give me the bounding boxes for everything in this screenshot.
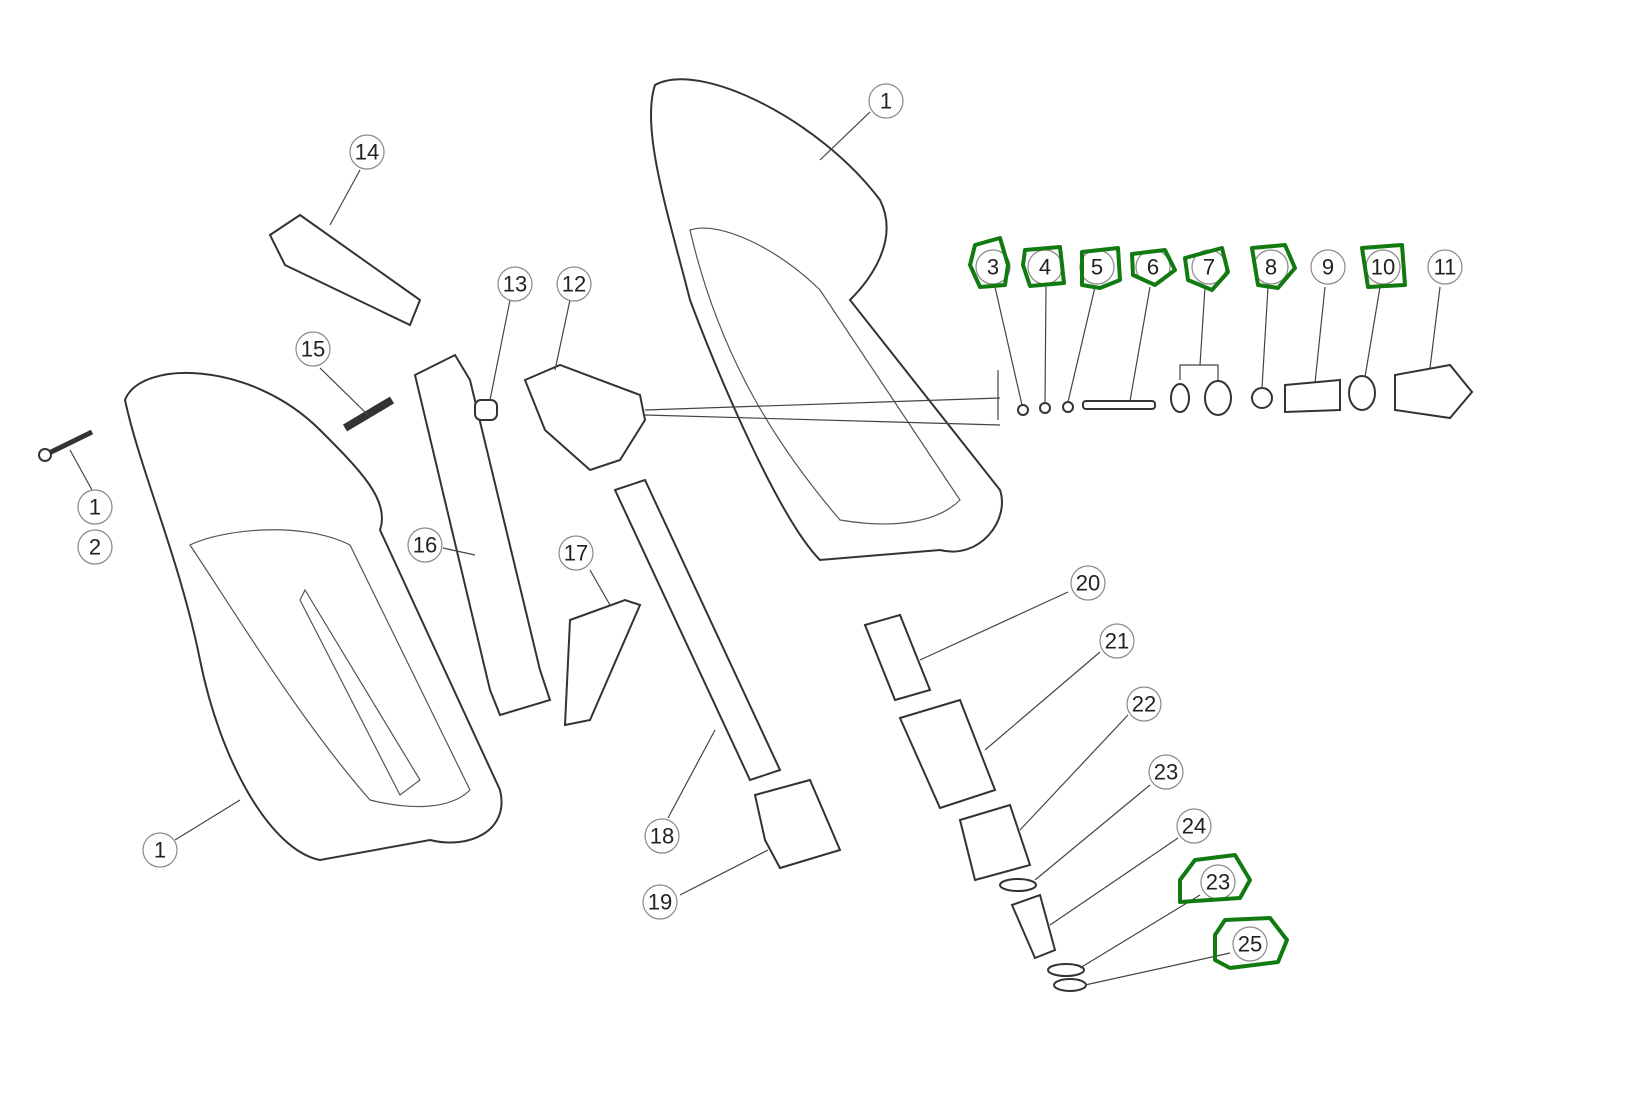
- callout-label: 17: [564, 541, 588, 566]
- callout-7: 7: [1191, 249, 1227, 285]
- spring-9: [1284, 378, 1341, 414]
- callout-18: 18: [644, 818, 680, 854]
- callout-9: 9: [1310, 249, 1346, 285]
- callout-17: 17: [558, 535, 594, 571]
- callout-label: 4: [1039, 255, 1051, 280]
- callout-3: 3: [975, 249, 1011, 285]
- callout-10: 10: [1365, 249, 1401, 285]
- callout-6: 6: [1135, 249, 1171, 285]
- callout-23-lower: 23: [1200, 864, 1236, 900]
- callout-23-upper: 23: [1148, 754, 1184, 790]
- callout-19: 19: [642, 884, 678, 920]
- o-ring-23-lower: [1047, 963, 1085, 977]
- highlight-10: [1360, 243, 1407, 289]
- callout-label: 3: [987, 255, 999, 280]
- coupling-21: [898, 698, 997, 810]
- callout-21: 21: [1099, 623, 1135, 659]
- callout-label: 8: [1265, 255, 1277, 280]
- fitting-14: [268, 213, 422, 327]
- highlight-25: [1213, 916, 1289, 970]
- callout-24: 24: [1176, 808, 1212, 844]
- callout-label: 14: [355, 140, 379, 165]
- valve-stem-6: [1082, 400, 1156, 410]
- callout-14: 14: [349, 134, 385, 170]
- callout-label: 9: [1322, 255, 1334, 280]
- nipple-20: [863, 613, 932, 702]
- pin-15: [342, 396, 395, 432]
- valve-parts-row: [1017, 363, 1474, 420]
- washer-25: [1053, 978, 1087, 992]
- nut-22: [958, 803, 1032, 882]
- callout-11: 11: [1427, 249, 1463, 285]
- screw: [38, 429, 94, 462]
- leader-lines: [69, 111, 1441, 986]
- callout-label: 7: [1203, 255, 1215, 280]
- callout-label: 20: [1076, 571, 1100, 596]
- housing-right: [649, 78, 1003, 562]
- callout-8: 8: [1253, 249, 1289, 285]
- callout-2: 2: [77, 529, 113, 565]
- callout-label: 25: [1238, 932, 1262, 957]
- callout-label: 24: [1182, 814, 1206, 839]
- highlight-3: [968, 236, 1010, 289]
- callout-4: 4: [1027, 249, 1063, 285]
- highlight-6: [1130, 248, 1177, 287]
- nozzle-24: [1010, 893, 1057, 960]
- callout-label: 23: [1206, 870, 1230, 895]
- washer-4: [1039, 402, 1051, 414]
- callout-label: 1: [154, 838, 166, 863]
- callout-label: 19: [648, 890, 672, 915]
- assembly-guide-lines: [644, 370, 1001, 426]
- nut-19: [753, 778, 842, 870]
- seal-7a: [1170, 383, 1190, 413]
- highlight-7: [1183, 246, 1230, 292]
- callout-label: 15: [301, 337, 325, 362]
- highlight-5: [1080, 246, 1122, 290]
- safety-latch-17: [563, 598, 642, 727]
- callout-label: 1: [89, 495, 101, 520]
- callout-1-top: 1: [868, 83, 904, 119]
- seat-7b: [1204, 380, 1232, 416]
- callout-label: 16: [413, 533, 437, 558]
- o-ring-23-upper: [999, 878, 1037, 892]
- callout-label: 12: [562, 272, 586, 297]
- callout-label: 6: [1147, 255, 1159, 280]
- callout-label: 23: [1154, 760, 1178, 785]
- callout-13: 13: [497, 266, 533, 302]
- trigger-16: [413, 353, 552, 717]
- callout-1-bottom: 1: [142, 832, 178, 868]
- callout-label: 2: [89, 535, 101, 560]
- callout-label: 21: [1105, 629, 1129, 654]
- washer-5: [1062, 401, 1074, 413]
- callout-label: 5: [1091, 255, 1103, 280]
- washer-3: [1017, 404, 1029, 416]
- housing-left: [123, 371, 503, 862]
- highlight-8: [1250, 243, 1297, 290]
- o-ring-10: [1348, 375, 1376, 411]
- tube-18: [613, 478, 782, 782]
- callout-label: 1: [880, 89, 892, 114]
- nozzle-assembly: [863, 613, 1087, 992]
- callout-16: 16: [407, 527, 443, 563]
- callout-5: 5: [1079, 249, 1115, 285]
- callout-label: 22: [1132, 692, 1156, 717]
- callout-20: 20: [1070, 565, 1106, 601]
- callout-25: 25: [1232, 926, 1268, 962]
- valve-body-12: [523, 363, 647, 472]
- ball-8: [1251, 387, 1273, 409]
- callout-15: 15: [295, 331, 331, 367]
- callout-label: 18: [650, 824, 674, 849]
- callout-label: 11: [1434, 255, 1457, 280]
- callout-1-screw: 1: [77, 489, 113, 525]
- callout-12: 12: [556, 266, 592, 302]
- cap-nut-11: [1394, 363, 1474, 420]
- callout-label: 13: [503, 272, 527, 297]
- highlight-23-lower: [1178, 853, 1252, 904]
- highlight-4: [1021, 245, 1066, 288]
- plug-13: [474, 399, 498, 421]
- callout-label: 10: [1371, 255, 1395, 280]
- highlight-marks: [968, 236, 1407, 970]
- callout-22: 22: [1126, 686, 1162, 722]
